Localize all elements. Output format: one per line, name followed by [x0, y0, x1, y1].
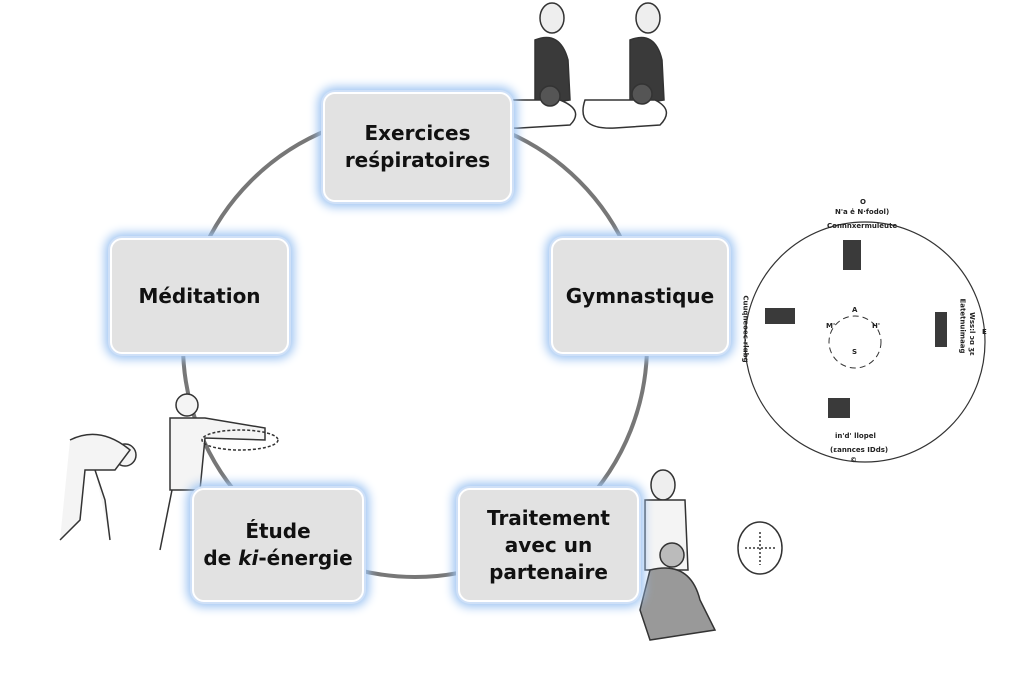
node-label: Méditation [138, 283, 261, 308]
node-label-line1: Étude [245, 519, 311, 543]
inset-compass-a: A [852, 306, 858, 314]
node-label-de: de [203, 546, 239, 570]
node-label-line2: avec un [504, 532, 593, 557]
node-label-line1: Exercices [364, 121, 471, 145]
node-label-ki: ki [238, 546, 259, 570]
inset-bottom-inner: in'd' llopel [835, 432, 876, 440]
partner-treatment-figures [639, 469, 783, 641]
standing-ki-figures [59, 393, 279, 551]
inset-top-mark: O [860, 198, 866, 206]
inset-compass-m: M' [826, 322, 836, 330]
node-meditation: Méditation [110, 238, 289, 354]
inset-left-label: Cuuqneoec-rlɑbg [741, 295, 750, 363]
inset-figure-right [935, 312, 947, 347]
inset-right-label: Wss:l ɔɑ ʒɛ [967, 312, 976, 356]
inset-figure-top [843, 240, 861, 270]
node-label-line1: Traitement [487, 505, 610, 530]
seated-breathing-figures [487, 2, 668, 129]
node-label: Gymnastique [565, 283, 715, 308]
node-label-energie: -énergie [258, 546, 353, 570]
node-exercices-respiratoires: Exercices reśpiratoires [323, 92, 512, 202]
inset-bottom-mark: © [850, 456, 857, 464]
inset-inner-top: Connnxermuleute [827, 222, 898, 230]
inset-figure-left [765, 308, 795, 324]
node-gymnastique: Gymnastique [551, 238, 729, 354]
inset-top-label: N'a ė N·fodol) [835, 208, 890, 216]
inset-bottom-label: (ɛannces IDds) [830, 446, 889, 454]
inset-right-mark: E [982, 328, 987, 336]
inset-right-inner: Eatetnuimaag [958, 298, 967, 354]
node-label-line3: partenaire [489, 559, 608, 584]
inset-figure-bottom [828, 398, 850, 418]
inset-cycle-diagram [744, 221, 986, 463]
inset-compass-s: S [852, 348, 858, 356]
inset-compass-h: H' [872, 322, 881, 330]
node-label-line2: reśpiratoires [344, 148, 491, 172]
